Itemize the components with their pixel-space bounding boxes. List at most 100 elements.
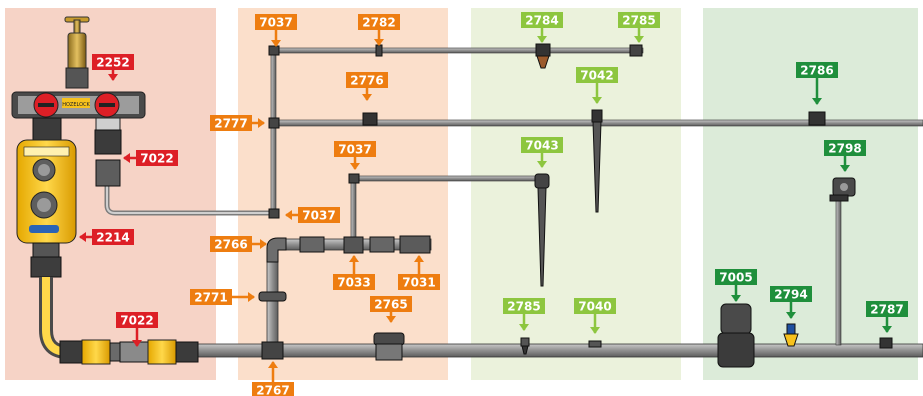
label-arrow-head bbox=[260, 239, 267, 249]
label-arrow-head bbox=[386, 316, 396, 323]
tee-7033 bbox=[343, 236, 364, 254]
label-arrow-head bbox=[285, 210, 292, 220]
valve-2765 bbox=[373, 332, 405, 361]
filter-7005 bbox=[717, 303, 755, 368]
label-arrow-head bbox=[812, 98, 822, 105]
water-timer bbox=[16, 117, 77, 244]
label-text: 7031 bbox=[402, 276, 435, 290]
label-text: 2767 bbox=[256, 384, 289, 396]
label-text: 2786 bbox=[800, 64, 833, 78]
sprinkler-2794 bbox=[783, 323, 799, 347]
label-arrow-head bbox=[840, 165, 850, 172]
label-box bbox=[574, 298, 616, 314]
label-text: 2765 bbox=[374, 298, 407, 312]
label-text: 2784 bbox=[525, 14, 558, 28]
label-box bbox=[298, 207, 340, 223]
connector-7037-drip bbox=[348, 173, 360, 184]
outdoor-tap bbox=[64, 16, 90, 89]
part-label-l7042: 7042 bbox=[576, 67, 618, 104]
label-box bbox=[358, 14, 400, 30]
label-text: 7005 bbox=[719, 271, 752, 285]
brand-logo: HOZELOCK bbox=[62, 102, 90, 108]
label-box bbox=[824, 140, 866, 156]
label-arrow-head bbox=[123, 153, 130, 163]
label-box bbox=[346, 72, 388, 88]
label-text: 2771 bbox=[194, 291, 227, 305]
part-label-l2784: 2784 bbox=[521, 12, 563, 43]
label-box bbox=[618, 12, 660, 28]
part-label-l2766: 2766 bbox=[210, 236, 267, 252]
label-box bbox=[770, 286, 812, 302]
label-arrow-head bbox=[786, 312, 796, 319]
end-plug-7031 bbox=[399, 235, 431, 254]
label-text: 7037 bbox=[302, 209, 335, 223]
label-text: 7037 bbox=[259, 16, 292, 30]
label-text: 2214 bbox=[96, 231, 129, 245]
part-label-l2765: 2765 bbox=[370, 296, 412, 323]
stake-dripper-7043 bbox=[534, 173, 550, 287]
label-arrow-head bbox=[268, 361, 278, 368]
dripper-7040 bbox=[588, 340, 602, 348]
twin-tap-connector: HOZELOCK bbox=[11, 91, 146, 119]
label-arrow-head bbox=[882, 326, 892, 333]
label-text: 7040 bbox=[578, 300, 611, 314]
part-label-l2776: 2776 bbox=[346, 72, 388, 101]
part-label-l2785a: 2785 bbox=[618, 12, 660, 43]
label-text: 7033 bbox=[337, 276, 370, 290]
label-arrow-head bbox=[374, 39, 384, 46]
label-text: 7022 bbox=[140, 152, 173, 166]
part-label-l7022b: 7022 bbox=[116, 312, 158, 347]
label-text: 7042 bbox=[580, 69, 613, 83]
connector-2777 bbox=[268, 117, 280, 129]
label-text: 2777 bbox=[214, 117, 247, 131]
dripper-2785-low bbox=[520, 337, 530, 355]
part-label-l2798: 2798 bbox=[824, 140, 866, 172]
label-box bbox=[92, 229, 134, 245]
pipe-clip-2771 bbox=[258, 291, 287, 302]
label-box bbox=[370, 296, 412, 312]
part-label-l2252: 2252 bbox=[92, 54, 134, 81]
label-text: 7022 bbox=[120, 314, 153, 328]
part-label-l2794: 2794 bbox=[770, 286, 812, 319]
end-plug-2785-top bbox=[629, 44, 643, 57]
label-arrow-head bbox=[590, 327, 600, 334]
part-label-l7031: 7031 bbox=[398, 255, 440, 290]
label-text: 7043 bbox=[525, 139, 558, 153]
label-box bbox=[521, 12, 563, 28]
label-box bbox=[136, 150, 178, 166]
label-box bbox=[116, 312, 158, 328]
label-arrow-head bbox=[634, 36, 644, 43]
tee-2767 bbox=[261, 341, 284, 360]
label-arrow-head bbox=[519, 324, 529, 331]
part-label-l7022a: 7022 bbox=[123, 150, 178, 166]
label-box bbox=[398, 274, 440, 290]
label-box bbox=[255, 14, 297, 30]
label-arrow-head bbox=[414, 255, 424, 262]
label-box bbox=[333, 274, 375, 290]
label-box bbox=[92, 54, 134, 70]
tee-2786 bbox=[808, 111, 826, 126]
part-label-l7037c: 7037 bbox=[285, 207, 340, 223]
label-arrow-head bbox=[362, 94, 372, 101]
part-label-l2214: 2214 bbox=[79, 229, 134, 245]
label-box bbox=[715, 269, 757, 285]
label-box bbox=[210, 115, 252, 131]
part-label-l2782: 2782 bbox=[358, 14, 400, 46]
part-label-l2785b: 2785 bbox=[503, 298, 545, 331]
connector-7037-low bbox=[268, 208, 280, 219]
label-text: 2798 bbox=[828, 142, 861, 156]
part-label-l2767: 2767 bbox=[252, 361, 294, 396]
label-arrow-head bbox=[731, 295, 741, 302]
part-label-l7043: 7043 bbox=[521, 137, 563, 168]
label-arrow-head bbox=[592, 97, 602, 104]
label-arrow-head bbox=[132, 340, 142, 347]
controller-outlet bbox=[94, 117, 122, 187]
end-cap-2787 bbox=[879, 337, 893, 349]
controller-outlet-coupling bbox=[30, 242, 62, 278]
label-text: 2782 bbox=[362, 16, 395, 30]
label-arrow-head bbox=[79, 232, 86, 242]
label-arrow-head bbox=[258, 118, 265, 128]
label-box bbox=[521, 137, 563, 153]
elbow-2766 bbox=[266, 237, 287, 263]
